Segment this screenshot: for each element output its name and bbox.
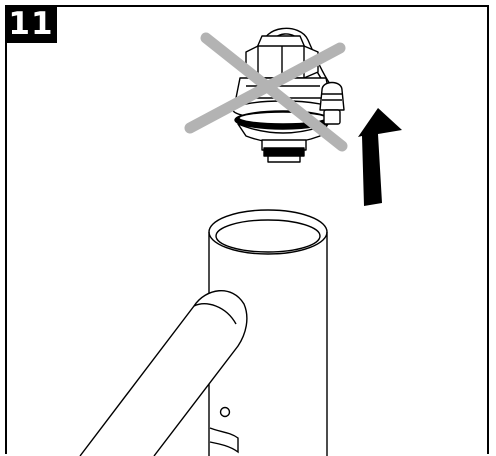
step-number-badge: 11 (5, 5, 57, 43)
faucet-body-icon (79, 209, 328, 456)
remove-arrow-icon (358, 108, 402, 206)
instruction-panel-border (5, 5, 489, 454)
cross-out-icon (184, 32, 348, 152)
